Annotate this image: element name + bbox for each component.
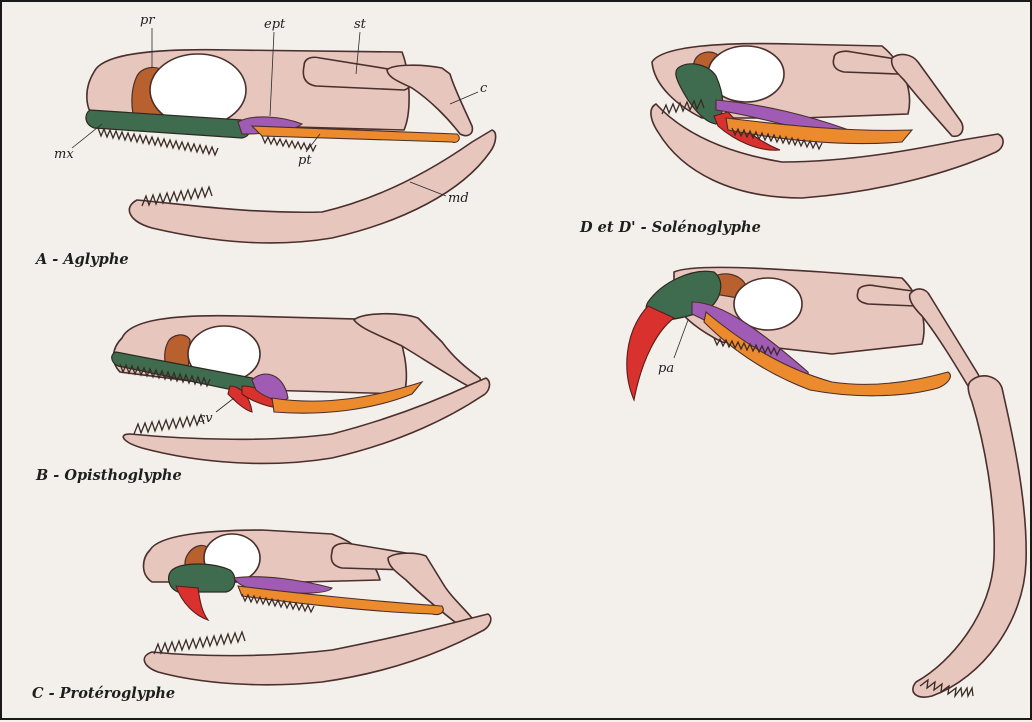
label-pt: pt (298, 153, 312, 168)
label-md: md (448, 191, 469, 206)
mandible-d2 (913, 376, 1026, 697)
caption-aglyphe: A - Aglyphe (34, 251, 129, 268)
leader-pa (674, 320, 688, 358)
pterygoid-teeth-a (262, 136, 316, 151)
caption-opisthoglyphe: B - Opisthoglyphe (35, 467, 182, 484)
skull-opisthoglyphe: cv B - Opisthoglyphe (35, 314, 489, 484)
fang-d2 (627, 306, 674, 400)
label-st: st (354, 17, 367, 32)
leader-cv (216, 398, 234, 412)
caption-solenoglyphe: D et D' - Solénoglyphe (579, 219, 761, 236)
mandible-teeth-b (134, 415, 204, 434)
quadrate-c (388, 553, 472, 627)
label-ept: ept (264, 17, 286, 32)
label-mx: mx (54, 147, 74, 162)
pterygoid-c (238, 586, 443, 615)
skull-solenoglyphe-open: pa (627, 267, 1026, 697)
caption-proteroglyphe: C - Protéroglyphe (32, 685, 175, 702)
label-c: c (480, 81, 488, 96)
leader-mx (72, 124, 102, 148)
skull-proteroglyphe: C - Protéroglyphe (32, 530, 491, 702)
mandible-c (144, 614, 491, 685)
label-pa: pa (658, 361, 674, 376)
label-cv: cv (198, 411, 213, 426)
mandible-teeth-c (154, 632, 245, 654)
skull-aglyphe: pr ept st c mx pt md A - Aglyphe (34, 13, 496, 268)
label-pr: pr (140, 13, 155, 28)
skull-solenoglyphe-closed: D et D' - Solénoglyphe (579, 44, 1003, 236)
